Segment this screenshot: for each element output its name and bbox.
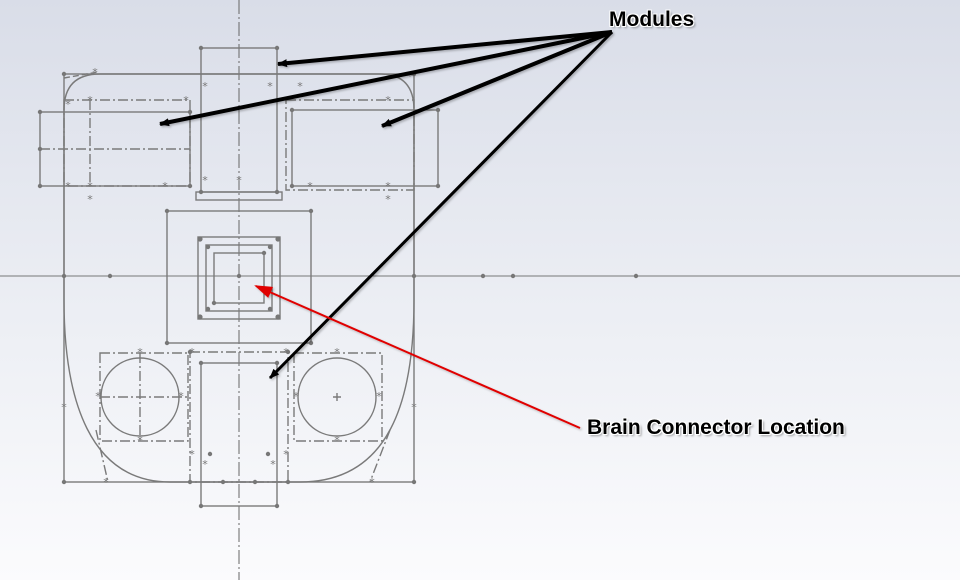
svg-text:*: * (297, 80, 303, 93)
svg-text:*: * (334, 346, 340, 359)
modules-label: Modules (609, 8, 695, 31)
svg-text:*: * (307, 180, 313, 193)
svg-text:*: * (376, 390, 382, 403)
svg-text:*: * (385, 180, 391, 193)
arrow-to-left-module (159, 30, 613, 127)
svg-text:*: * (189, 346, 195, 359)
arrow-to-bottom-module (268, 30, 614, 380)
svg-text:*: * (178, 390, 184, 403)
right-wheel (297, 357, 377, 437)
svg-text:*: * (283, 448, 289, 461)
svg-text:*: * (385, 94, 391, 107)
svg-text:*: * (103, 476, 109, 489)
svg-text:*: * (183, 94, 189, 107)
svg-text:*: * (87, 193, 93, 206)
right-module (291, 109, 439, 187)
svg-text:*: * (407, 70, 413, 83)
brain-connector-outer (197, 236, 281, 320)
svg-text:*: * (137, 346, 143, 359)
svg-text:*: * (202, 80, 208, 93)
brain-connector-inner (205, 244, 273, 312)
svg-text:*: * (87, 180, 93, 193)
brain-connector-label: Brain Connector Location (587, 416, 845, 439)
svg-text:*: * (162, 180, 168, 193)
svg-text:*: * (385, 193, 391, 206)
svg-text:*: * (61, 401, 67, 414)
svg-text:*: * (95, 390, 101, 403)
svg-text:*: * (270, 458, 276, 471)
arrow-to-right-module (381, 30, 613, 128)
svg-text:*: * (137, 434, 143, 447)
svg-text:*: * (369, 476, 375, 489)
svg-text:*: * (92, 66, 98, 79)
sketch-geometry (39, 47, 439, 507)
svg-text:*: * (411, 401, 417, 414)
svg-text:*: * (236, 174, 242, 187)
svg-text:*: * (202, 458, 208, 471)
svg-text:*: * (334, 434, 340, 447)
svg-text:*: * (189, 448, 195, 461)
svg-text:*: * (65, 98, 71, 111)
center-plate (166, 210, 312, 344)
module-arrows (159, 30, 614, 380)
arrow-to-brain-connector (254, 285, 581, 429)
svg-text:*: * (202, 174, 208, 187)
svg-text:*: * (87, 94, 93, 107)
svg-text:*: * (65, 180, 71, 193)
svg-text:*: * (293, 390, 299, 403)
bottom-module (200, 362, 278, 507)
svg-text:*: * (283, 346, 289, 359)
svg-text:*: * (267, 80, 273, 93)
sketch-points (37, 45, 639, 509)
construction-markers: ** ** ** ** ** ** ** ** ** ** ** ** ** *… (61, 66, 417, 489)
arrow-to-top-module (277, 30, 613, 68)
